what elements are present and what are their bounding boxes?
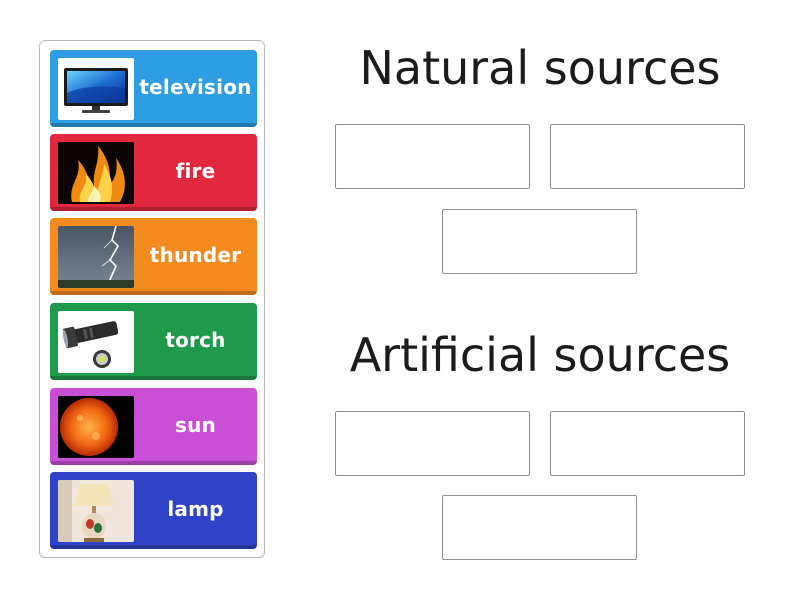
drop-slot-natural-3[interactable] [442, 209, 637, 274]
card-label: television [139, 74, 252, 99]
drop-slot-artificial-3[interactable] [442, 495, 637, 560]
lightning-image [58, 226, 134, 288]
card-label: thunder [149, 242, 242, 267]
card-tray: television fire [39, 40, 265, 558]
card-label: torch [165, 327, 226, 352]
television-image [58, 58, 134, 120]
sun-image [58, 396, 134, 458]
card-torch[interactable]: torch [50, 303, 257, 380]
card-sun[interactable]: sun [50, 388, 257, 465]
card-television[interactable]: television [50, 50, 257, 127]
drop-slot-artificial-2[interactable] [550, 411, 745, 476]
drop-slot-natural-2[interactable] [550, 124, 745, 189]
card-label: sun [175, 412, 216, 437]
group-title-natural: Natural sources [359, 41, 721, 95]
drop-slot-artificial-1[interactable] [335, 411, 530, 476]
group-title-artificial: Artificial sources [349, 328, 731, 382]
card-fire[interactable]: fire [50, 134, 257, 211]
card-lamp[interactable]: lamp [50, 472, 257, 549]
card-thunder[interactable]: thunder [50, 218, 257, 295]
card-label: fire [175, 158, 216, 183]
flashlight-image [58, 311, 134, 373]
lamp-image [58, 480, 134, 542]
card-label: lamp [167, 496, 224, 521]
drop-slot-natural-1[interactable] [335, 124, 530, 189]
fire-image [58, 142, 134, 204]
